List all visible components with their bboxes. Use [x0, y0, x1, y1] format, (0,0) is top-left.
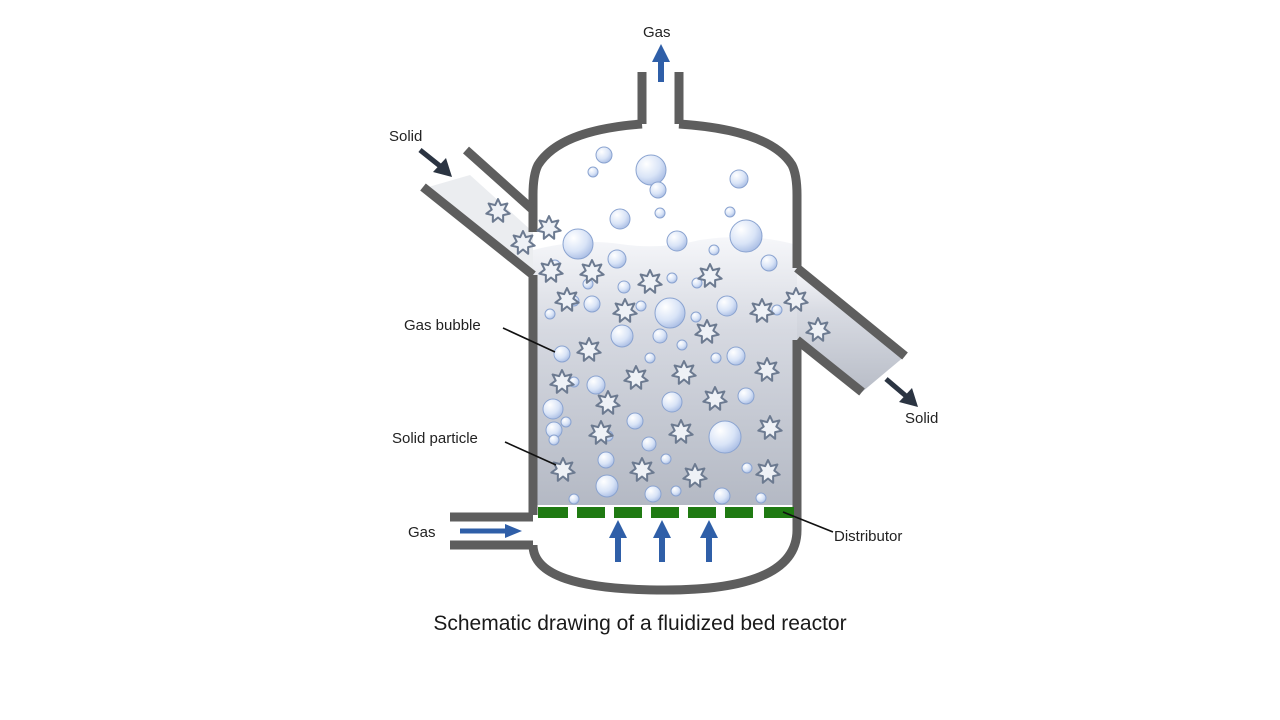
- bubble: [670, 485, 682, 497]
- solid-particle: [510, 230, 536, 255]
- bubble: [741, 462, 753, 474]
- bubble: [661, 391, 683, 413]
- solid-particle: [805, 317, 831, 342]
- bubble: [660, 453, 672, 465]
- vessel-wall: [420, 72, 908, 595]
- bubble: [654, 297, 686, 329]
- label-distributor: Distributor: [834, 528, 902, 545]
- solid-particle: [755, 459, 781, 484]
- bubble: [666, 272, 678, 284]
- bubble: [666, 230, 688, 252]
- bubble: [595, 146, 613, 164]
- label-solid-outlet: Solid: [905, 410, 938, 427]
- solid-particle: [538, 258, 564, 283]
- bubble: [635, 300, 647, 312]
- solid-particle: [671, 360, 697, 385]
- bubble: [729, 219, 763, 253]
- solid-particle: [549, 369, 575, 394]
- solid-particle: [682, 463, 708, 488]
- bubble: [708, 420, 742, 454]
- bubble: [644, 485, 662, 503]
- bubble: [609, 208, 631, 230]
- bubble: [771, 304, 783, 316]
- gas-up-arrows: [609, 520, 718, 562]
- bubble: [724, 206, 736, 218]
- bubble: [542, 398, 564, 420]
- solid-particle: [694, 319, 720, 344]
- label-gas-inlet: Gas: [408, 524, 436, 541]
- bubble: [713, 487, 731, 505]
- solid-particle: [623, 365, 649, 390]
- solid-particle: [749, 298, 775, 323]
- solid-particle: [757, 415, 783, 440]
- label-gas-bubble: Gas bubble: [404, 317, 481, 334]
- solid-particle: [754, 357, 780, 382]
- bubble: [610, 324, 634, 348]
- solid-particle: [595, 390, 621, 415]
- solid-particle: [554, 287, 580, 312]
- solid-inlet-arrow: [418, 148, 452, 177]
- gas-outlet-arrow: [652, 44, 670, 82]
- bubble: [587, 166, 599, 178]
- bubble: [586, 375, 606, 395]
- solid-particle: [783, 287, 809, 312]
- solid-particles: [485, 198, 831, 488]
- solid-particle: [485, 198, 511, 223]
- bubble: [597, 451, 615, 469]
- solid-particle: [612, 298, 638, 323]
- bubble: [729, 169, 749, 189]
- bubble: [583, 295, 601, 313]
- bubble: [755, 492, 767, 504]
- bubble: [595, 474, 619, 498]
- figure-caption: Schematic drawing of a fluidized bed rea…: [433, 612, 847, 635]
- solid-particle: [588, 420, 614, 445]
- gas-inlet-arrow: [460, 524, 522, 538]
- bubble: [691, 277, 703, 289]
- bubble: [626, 412, 644, 430]
- bubble: [716, 295, 738, 317]
- bubble: [544, 308, 556, 320]
- solid-particle: [536, 215, 562, 240]
- bubble: [553, 345, 571, 363]
- solid-particle: [697, 263, 723, 288]
- bubble: [726, 346, 746, 366]
- solid-particle: [702, 386, 728, 411]
- bubble: [641, 436, 657, 452]
- bubble: [562, 228, 594, 260]
- bubble: [708, 244, 720, 256]
- bubble: [760, 254, 778, 272]
- bubble: [560, 416, 572, 428]
- bubble: [676, 339, 688, 351]
- bubble: [654, 207, 666, 219]
- solid-particle: [668, 419, 694, 444]
- distributor-plate: [538, 507, 794, 518]
- bubble: [607, 249, 627, 269]
- solid-outlet-arrow: [884, 377, 918, 407]
- solid-particle: [637, 269, 663, 294]
- label-solid-inlet: Solid: [389, 128, 422, 145]
- bubble: [652, 328, 668, 344]
- bubble: [568, 493, 580, 505]
- bubble: [737, 387, 755, 405]
- label-solid-particle: Solid particle: [392, 430, 478, 447]
- bubble: [649, 181, 667, 199]
- leader-lines: [502, 327, 834, 533]
- label-gas-top: Gas: [643, 24, 671, 41]
- solid-particle: [579, 259, 605, 284]
- solid-particle: [576, 337, 602, 362]
- bubble: [548, 434, 560, 446]
- bubble: [644, 352, 656, 364]
- bubble: [710, 352, 722, 364]
- bubble: [617, 280, 631, 294]
- bubble: [690, 311, 702, 323]
- solid-particle: [629, 457, 655, 482]
- bubble: [635, 154, 667, 186]
